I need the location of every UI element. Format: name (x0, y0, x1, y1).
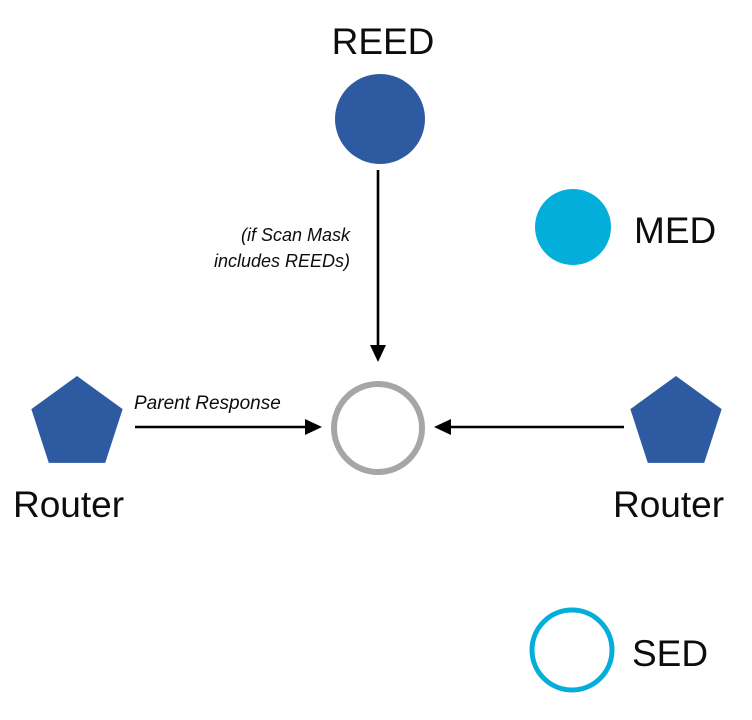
router-left-label: Router (13, 484, 124, 525)
node-reed[interactable]: REED (332, 21, 435, 164)
router-right-label: Router (613, 484, 724, 525)
arrowhead-right-icon (305, 419, 322, 435)
edge-label-line: includes REEDs) (214, 251, 350, 271)
edge-label-line: Parent Response (134, 393, 281, 414)
device-center-circle-shape[interactable] (331, 381, 425, 475)
sed-circle-shape[interactable] (529, 607, 615, 693)
edge-label-scan-mask: (if Scan Mask includes REEDs) (214, 225, 351, 271)
router-left-pentagon-shape[interactable] (31, 376, 123, 463)
sed-label: SED (632, 633, 708, 674)
edge-label-line: (if Scan Mask (241, 225, 351, 245)
node-med[interactable]: MED (535, 189, 716, 265)
edge-router-left-to-center (135, 419, 322, 435)
arrowhead-down-icon (370, 345, 386, 362)
reed-circle-shape[interactable] (335, 74, 425, 164)
edge-router-right-to-center (434, 419, 624, 435)
reed-label: REED (332, 21, 435, 62)
edge-label-parent-response: Parent Response (134, 393, 281, 414)
node-router-left[interactable]: Router (13, 376, 124, 525)
router-right-pentagon-shape[interactable] (630, 376, 722, 463)
node-sed[interactable]: SED (529, 607, 708, 693)
node-device-center[interactable] (331, 381, 425, 475)
med-label: MED (634, 210, 716, 251)
node-router-right[interactable]: Router (613, 376, 724, 525)
arrowhead-left-icon (434, 419, 451, 435)
edge-reed-to-center (370, 170, 386, 362)
med-circle-shape[interactable] (535, 189, 611, 265)
